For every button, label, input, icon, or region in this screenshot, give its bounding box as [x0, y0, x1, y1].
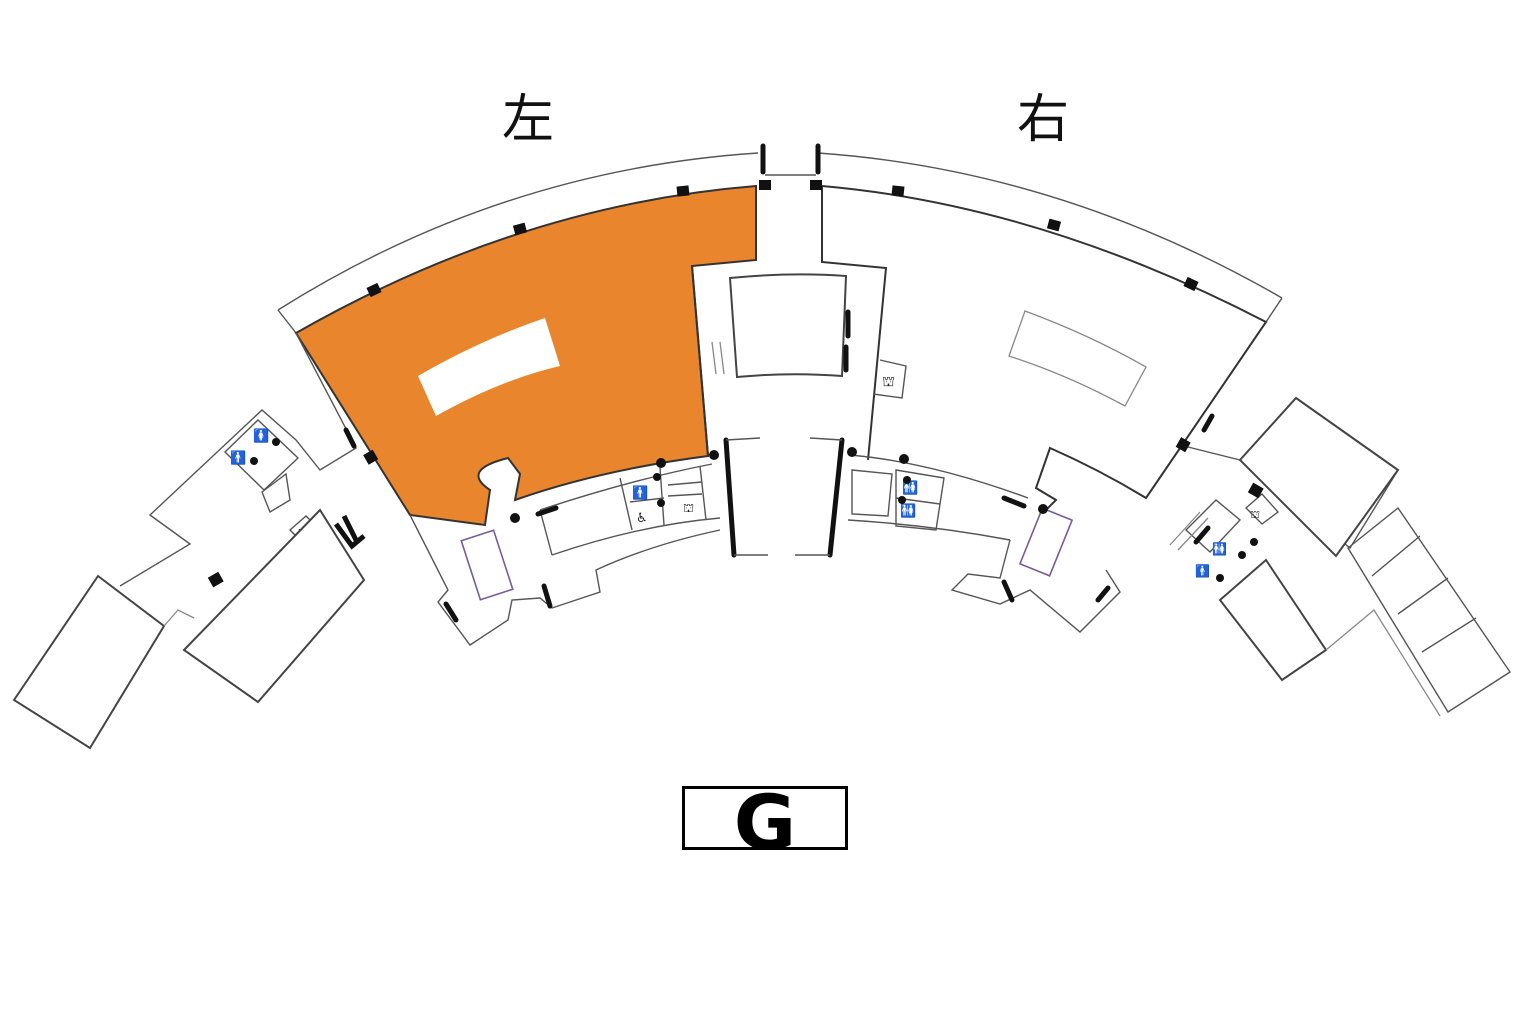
restroom-icon: 🚹 — [1195, 564, 1210, 578]
east-room-inner — [1218, 558, 1328, 682]
west-room-inner — [182, 508, 366, 704]
restroom-icon: 🚹 — [632, 485, 648, 501]
outer-facade — [277, 143, 1283, 334]
elevator-shaft — [728, 273, 848, 379]
stage-outline — [1008, 310, 1147, 407]
corridor-door-west — [723, 437, 737, 558]
left-main-hall[interactable] — [294, 184, 757, 527]
accessible-restroom-icon: ♿ — [636, 511, 648, 526]
restroom-icon: 🚻 — [902, 480, 918, 496]
restroom-icon: 🚻 — [900, 503, 916, 519]
lift-left — [460, 529, 514, 601]
west-restrooms — [223, 419, 300, 491]
locker-icon: ⛫ — [882, 374, 895, 390]
locker-room-center — [872, 359, 907, 399]
east-locker — [1244, 493, 1280, 525]
west-stairs — [333, 514, 366, 550]
lift-right — [1018, 507, 1074, 577]
restroom-icon: 🚹 — [230, 450, 246, 466]
locker-icon: ⛫ — [683, 501, 694, 515]
corridor-door-east — [827, 437, 845, 558]
east-restrooms — [1184, 499, 1242, 553]
right-main-hall[interactable] — [821, 185, 1268, 513]
right-wing-label: 右 — [1017, 90, 1070, 150]
floor-indicator: G — [682, 785, 848, 861]
column-markers — [207, 180, 1264, 588]
west-room-outer — [12, 574, 166, 750]
restroom-icon: 🚻 — [1212, 542, 1227, 556]
stage-area — [418, 318, 560, 416]
east-wing[interactable]: ⛫ 🚻 🚹 — [1169, 396, 1511, 717]
west-wing[interactable]: 🚹 🚺 ⛫ — [12, 332, 366, 750]
floor-label: G — [733, 778, 797, 867]
right-amenities: 🚻 🚻 — [847, 454, 1121, 633]
central-core: ⛫ — [691, 186, 907, 558]
left-wing-label: 左 — [502, 90, 555, 150]
restroom-icon: 🚺 — [253, 428, 269, 444]
locker-icon: ⛫ — [1250, 508, 1260, 521]
east-arc-rooms — [1347, 506, 1511, 713]
